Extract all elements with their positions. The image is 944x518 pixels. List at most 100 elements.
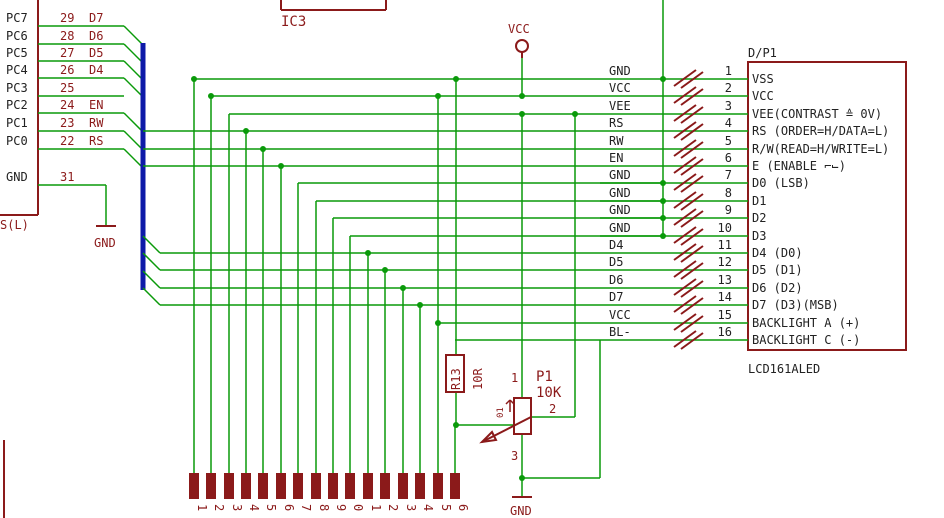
junction-dot	[453, 76, 459, 82]
lcd-pin-net-label: RW	[609, 134, 624, 148]
lcd-pin-net-label: VCC	[609, 308, 631, 322]
lcd-pin-net-label: GND	[609, 186, 631, 200]
lcd-pin-description: R/W(READ=H/WRITE=L)	[752, 142, 889, 156]
header-pin-number: 5	[264, 504, 278, 511]
mcu-pin: PC6 28 D6	[6, 29, 144, 64]
lcd-body	[747, 61, 907, 351]
wire	[142, 252, 161, 271]
lcd-pin-number: 6	[725, 151, 732, 165]
ic3-fragment: IC3	[280, 0, 387, 30]
mcu-pin-port: PC1	[6, 116, 28, 130]
mcu-pin-number: 28	[60, 29, 74, 43]
mcu-pin-signal: D6	[89, 29, 103, 43]
wire-slash	[673, 86, 697, 104]
header-pin: 3	[224, 473, 244, 511]
header-pin-pad	[398, 473, 408, 499]
header-pin: 2	[380, 473, 400, 511]
lcd-pin-net-label: GND	[609, 64, 631, 78]
lcd-pin-number: 16	[718, 325, 732, 339]
wire-slash	[673, 173, 697, 191]
pot-pin3: 3	[511, 449, 518, 463]
header-pin-pad	[450, 473, 460, 499]
junction-dot	[519, 111, 525, 117]
wire-slash	[673, 156, 697, 174]
wire-slash	[673, 139, 697, 157]
mcu-pin-port: PC5	[6, 46, 28, 60]
mcu-pin-signal: D4	[89, 63, 103, 77]
mcu-pin-port: PC3	[6, 81, 28, 95]
header-pin-number: 0	[351, 504, 365, 511]
header-pin-pad	[433, 473, 443, 499]
header-pin-number: 6	[456, 504, 470, 511]
wire-slash	[673, 208, 697, 226]
header-pin-number: 3	[404, 504, 418, 511]
resistor-value: 10R	[471, 368, 485, 390]
bus-entry	[123, 60, 144, 81]
bus-entry	[123, 112, 144, 133]
mcu-pin-port: PC6	[6, 29, 28, 43]
mcu-pin-port: GND	[6, 170, 28, 184]
wire-slash	[680, 297, 704, 315]
pot-pin1: 1	[511, 371, 518, 385]
mcu-pin-number: 26	[60, 63, 74, 77]
header-pin-number: 1	[369, 504, 383, 511]
lcd-pin-description: BACKLIGHT A (+)	[752, 316, 860, 330]
header-pin: 4	[241, 473, 261, 511]
vcc-symbol: VCC	[508, 22, 530, 58]
pot-wiper	[481, 416, 532, 443]
lcd-pin-description: VEE(CONTRAST ≙ 0V)	[752, 107, 882, 121]
junction-dot	[435, 93, 441, 99]
header-pin: 0	[345, 473, 365, 511]
header-pin-number: 2	[212, 504, 226, 511]
lcd-ref: D/P1	[748, 46, 777, 60]
net-wires	[80, 0, 664, 497]
header-pin: 7	[293, 473, 313, 511]
bus-entry	[123, 25, 144, 46]
lcd-pin-number: 12	[718, 255, 732, 269]
lcd-pin-number: 8	[725, 186, 732, 200]
lcd-pin-number: 1	[725, 64, 732, 78]
wire-slash	[680, 332, 704, 350]
bus-entry	[123, 148, 144, 169]
wire-slash	[680, 315, 704, 333]
resistor-r13: R13 10R	[445, 354, 485, 393]
header-pin-pad	[415, 473, 425, 499]
wire-slash	[680, 280, 704, 298]
header-pin-number: 3	[230, 504, 244, 511]
gnd-symbol-bottom: GND	[510, 496, 532, 518]
resistor-body	[445, 354, 465, 393]
gnd-label-bottom: GND	[510, 504, 532, 518]
mcu-pin-number: 29	[60, 11, 74, 25]
junction-dot	[400, 285, 406, 291]
pot-wiper-mark: 01	[496, 407, 506, 418]
lcd-pin-description: D3	[752, 229, 766, 243]
pot-value: 10K	[536, 385, 562, 401]
lcd-pin-description: D5 (D1)	[752, 263, 803, 277]
lcd-pin-number: 11	[718, 238, 732, 252]
bus-entry	[123, 77, 144, 98]
junction-dot	[260, 146, 266, 152]
wire-slash	[673, 121, 697, 139]
wire-slash	[680, 210, 704, 228]
lcd-pin-net-label: BL-	[609, 325, 631, 339]
header-pin: 1	[189, 473, 209, 511]
lcd-pin-description: BACKLIGHT C (-)	[752, 333, 860, 347]
wire-slash	[673, 260, 697, 278]
junction-dot	[572, 111, 578, 117]
junction-dot	[365, 250, 371, 256]
lcd-pin-net-label: GND	[609, 221, 631, 235]
gnd-label-mcu: GND	[94, 236, 116, 250]
header-pin-number: 2	[386, 504, 400, 511]
wire-slash	[680, 123, 704, 141]
junction-dot	[191, 76, 197, 82]
wire-slash	[680, 88, 704, 106]
header-pin-pad	[363, 473, 373, 499]
pot-arrow-icon	[479, 430, 498, 444]
lcd-pin-description: VSS	[752, 72, 774, 86]
lcd-pin-net-label: RS	[609, 116, 623, 130]
